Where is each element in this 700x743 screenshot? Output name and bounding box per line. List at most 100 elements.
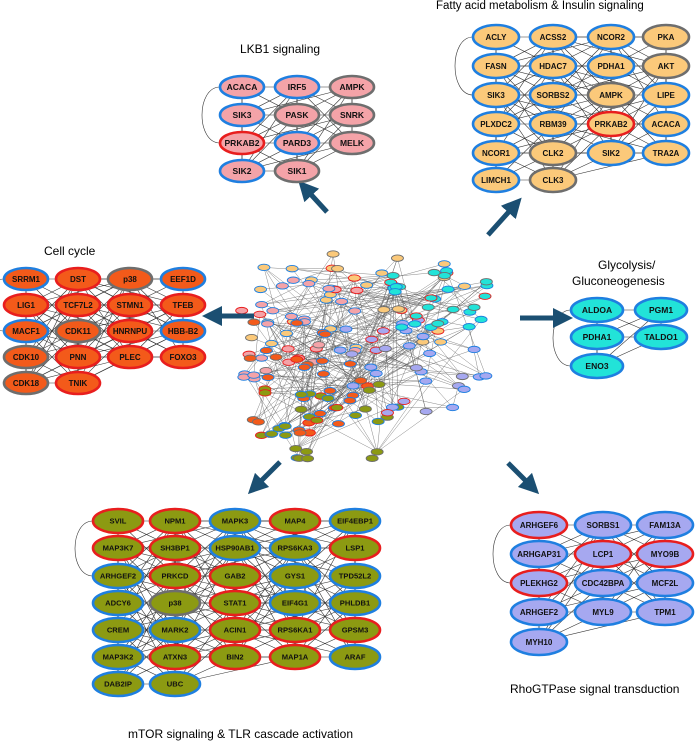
node-mtor-mark2: MARK2 [148, 616, 202, 644]
node-label: PLXDC2 [480, 120, 512, 129]
node-lkb1-sik2: SIK2 [218, 158, 266, 184]
hub-edge [377, 389, 465, 452]
node-label: ARHGAP31 [517, 550, 561, 559]
hub-edge [328, 288, 429, 308]
node-mtor-gpsm3: GPSM3 [328, 616, 382, 644]
hub-node [254, 285, 268, 294]
node-lkb1-snrk: SNRK [328, 102, 376, 128]
hub-edge [267, 322, 357, 348]
node-mtor-gab2: GAB2 [208, 562, 262, 590]
node-fatty-ncor1: NCOR1 [471, 139, 521, 167]
node-ellipse [91, 643, 145, 671]
node-fatty-sik2: SIK2 [586, 139, 636, 167]
node-lkb1-irf5: IRF5 [273, 74, 321, 100]
node-ellipse [471, 81, 521, 109]
node-label: HBB-B2 [168, 327, 199, 336]
node-lkb1-pask: PASK [273, 102, 321, 128]
node-label: ARAF [344, 653, 365, 662]
hub-edge [328, 308, 399, 399]
node-label: NCOR2 [597, 33, 626, 42]
hub-edge [330, 258, 398, 329]
hub-node [370, 448, 384, 456]
node-label: DST [70, 275, 86, 284]
hub-node [419, 407, 433, 416]
node-label: PGM1 [649, 305, 673, 315]
node-ellipse [569, 323, 625, 351]
hub-node [347, 274, 361, 282]
hub-edge [366, 263, 445, 286]
hub-node [321, 394, 335, 402]
hub-node [290, 319, 304, 327]
node-label: AKT [658, 62, 675, 71]
node-ellipse [509, 539, 569, 569]
node-ellipse [635, 510, 695, 540]
title-mtor: mTOR signaling & TLR cascade activation [128, 727, 353, 741]
node-fatty-fasn: FASN [471, 52, 521, 80]
hub-node [395, 323, 409, 331]
node-lkb1-sik1: SIK1 [273, 158, 321, 184]
hub-node [437, 260, 451, 268]
hub-node [265, 339, 278, 348]
node-ellipse [471, 23, 521, 51]
node-mtor-sh3bp1: SH3BP1 [148, 534, 202, 562]
hub-node [386, 271, 400, 280]
node-glyco-aldoa: ALDOA [569, 296, 625, 324]
hub-node [302, 279, 316, 288]
hub-node [275, 282, 289, 290]
hub-edge [253, 374, 426, 382]
edge-curve [492, 524, 512, 584]
node-cell-lig1: LIG1 [2, 292, 50, 318]
hub-edge [265, 319, 305, 371]
hub-node [479, 278, 493, 286]
hub-edge [267, 289, 336, 323]
node-ellipse [91, 562, 145, 590]
hub-node [312, 341, 326, 349]
node-ellipse [159, 318, 207, 344]
node-ellipse [635, 568, 695, 598]
hub-edge [267, 377, 321, 414]
node-label: FOXO3 [169, 353, 197, 362]
node-fatty-clk3: CLK3 [528, 166, 578, 194]
node-fatty-sorbs2: SORBS2 [528, 81, 578, 109]
node-ellipse [208, 616, 262, 644]
node-ellipse [54, 370, 102, 396]
node-ellipse [633, 323, 689, 351]
edge-line [294, 547, 356, 631]
node-ellipse [328, 616, 382, 644]
hub-edge [354, 277, 388, 413]
node-mtor-araf: ARAF [328, 643, 382, 671]
node-label: PRKAB2 [595, 120, 628, 129]
hub-node [247, 318, 261, 326]
hub-node [346, 382, 360, 390]
node-ellipse [641, 52, 691, 80]
node-ellipse [573, 597, 633, 627]
node-ellipse [328, 534, 382, 562]
node-label: ARHGEF6 [520, 521, 559, 530]
node-label: SNRK [340, 110, 365, 120]
node-ellipse [91, 589, 145, 617]
node-ellipse [148, 616, 202, 644]
hub-edge [291, 281, 487, 317]
node-ellipse [586, 23, 636, 51]
node-ellipse [528, 166, 578, 194]
hub-node [388, 288, 402, 296]
edge-line [538, 553, 604, 643]
node-mtor-npm1: NPM1 [148, 507, 202, 535]
arrow-to-lkb1 [298, 180, 329, 214]
node-mtor-tpd52l2: TPD52L2 [328, 562, 382, 590]
hub-edge [322, 332, 388, 413]
hub-edge [323, 277, 355, 374]
hub-node [462, 323, 476, 331]
hub-node [478, 292, 492, 300]
node-rho-myo9b: MYO9B [635, 539, 695, 569]
hub-node [266, 307, 280, 315]
node-label: ACACA [227, 82, 258, 92]
node-fatty-akt: AKT [641, 52, 691, 80]
node-label: CDK11 [65, 327, 91, 336]
node-fatty-prkab2: PRKAB2 [586, 110, 636, 138]
node-label: PARD3 [283, 138, 311, 148]
node-lkb1-ampk: AMPK [328, 74, 376, 100]
node-cell-cdk10: CDK10 [2, 344, 50, 370]
